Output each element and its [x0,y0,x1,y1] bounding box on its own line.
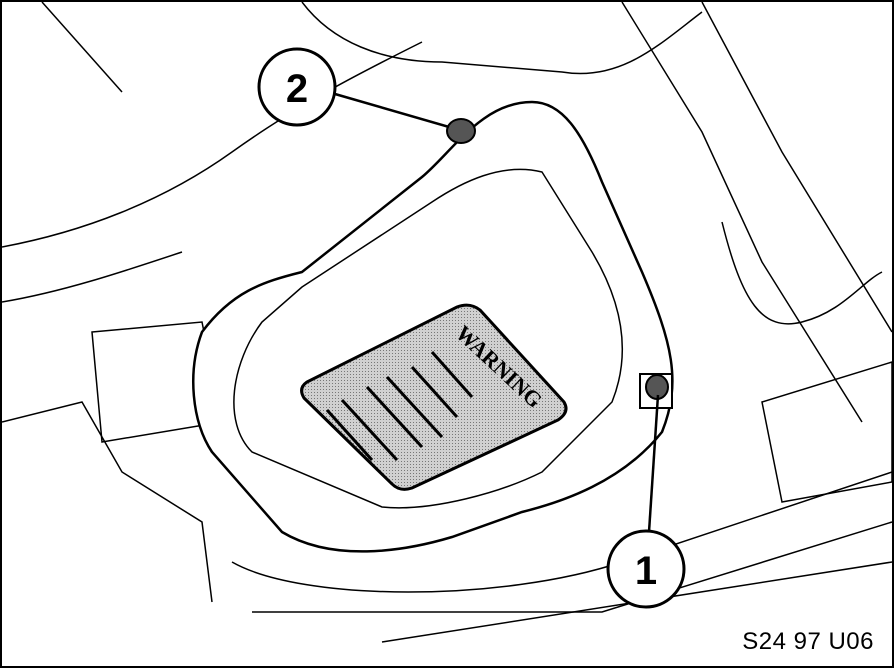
callout-2-number: 2 [286,67,308,111]
fill-plug [446,118,476,144]
callout-2: 2 [257,47,337,127]
warning-fine-print [325,351,474,462]
leader-lines [334,92,660,533]
warning-label: WARNING [300,303,568,491]
figure-code: S24 97 U06 [742,628,874,655]
background-structure [2,2,893,643]
drain-plug [639,373,673,409]
callout-1: 1 [606,529,686,609]
callout-1-number: 1 [635,549,657,593]
